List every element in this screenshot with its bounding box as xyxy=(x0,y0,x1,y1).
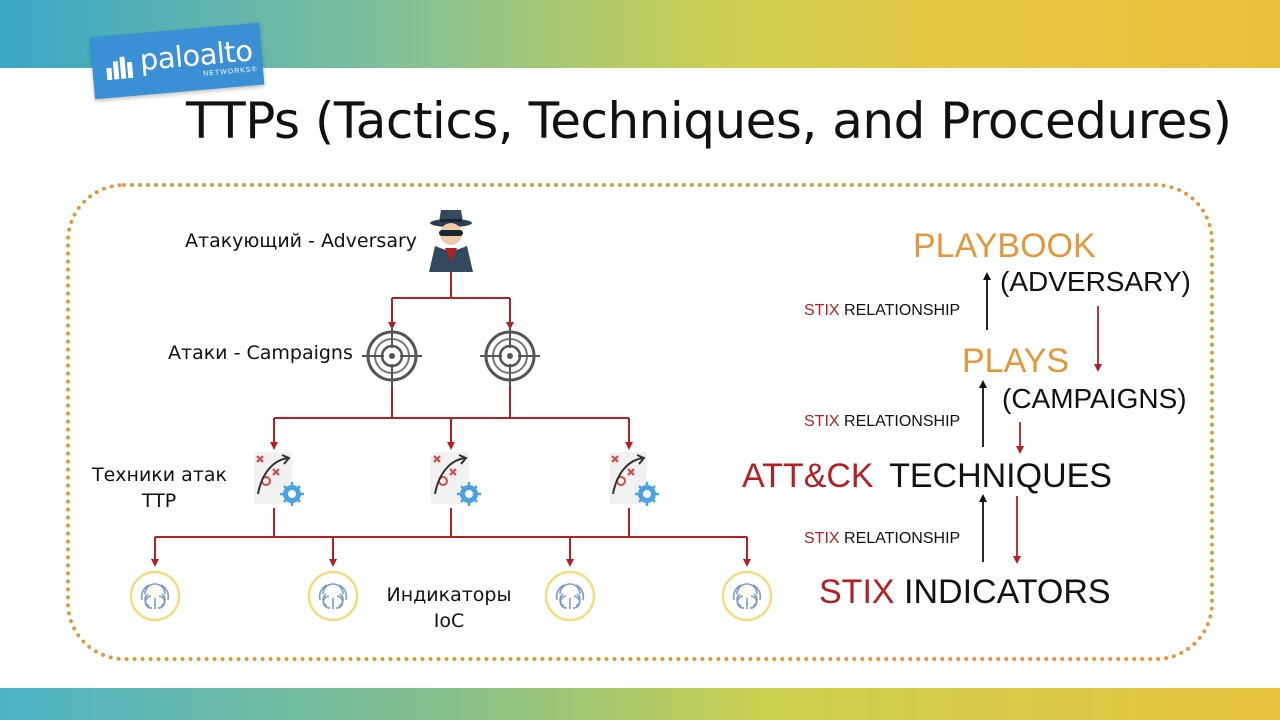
spy-icon xyxy=(429,210,473,272)
relationship-word: RELATIONSHIP xyxy=(844,413,961,430)
campaigns-label: Атаки - Campaigns xyxy=(168,342,353,364)
relationship-prefix: STIX xyxy=(804,302,840,319)
fingerprint-icon xyxy=(129,570,181,622)
fingerprint-icon xyxy=(544,570,596,622)
techniques-word: TECHNIQUES xyxy=(889,457,1112,495)
connector-lines xyxy=(151,272,751,567)
relationship-word: RELATIONSHIP xyxy=(844,302,961,319)
crosshair-target-icon xyxy=(360,324,424,388)
stix-relationship-arrows xyxy=(979,272,1102,564)
techniques-label-line1: Техники атак xyxy=(92,464,228,486)
stix-word: STIX xyxy=(819,573,895,611)
indicators-label-line2: IoC xyxy=(433,610,465,632)
attck-word: ATT&CK xyxy=(742,457,874,495)
relationship-prefix: STIX xyxy=(804,530,840,547)
relationship-prefix: STIX xyxy=(804,413,840,430)
paloalto-logo-mark xyxy=(106,56,134,81)
indicators-label: Индикаторы IoC xyxy=(384,584,514,632)
stix-indicators-label: STIX INDICATORS xyxy=(819,573,1111,612)
paloalto-logo: paloalto NETWORKS® xyxy=(89,22,265,100)
stix-relationship-label-3: STIX RELATIONSHIP xyxy=(804,530,960,548)
page-title: TTPs (Tactics, Techniques, and Procedure… xyxy=(186,92,1232,150)
fingerprint-icon xyxy=(721,570,773,622)
techniques-label-line2: TTP xyxy=(141,490,177,512)
stix-relationship-label-1: STIX RELATIONSHIP xyxy=(804,302,960,320)
relationship-word: RELATIONSHIP xyxy=(844,530,961,547)
adversary-paren-label: (ADVERSARY) xyxy=(1000,266,1191,297)
adversary-label: Атакующий - Adversary xyxy=(185,230,418,252)
plays-label: PLAYS xyxy=(962,342,1070,380)
attck-techniques-label: ATT&CK TECHNIQUES xyxy=(742,457,1112,496)
content-frame xyxy=(66,183,1214,661)
strategy-plan-icon xyxy=(607,450,661,508)
crosshair-target-icon xyxy=(478,324,542,388)
bottom-gradient-band xyxy=(0,688,1280,720)
indicators-word: INDICATORS xyxy=(904,573,1111,611)
campaigns-paren-label: (CAMPAIGNS) xyxy=(1002,383,1187,414)
playbook-label: PLAYBOOK xyxy=(913,227,1096,265)
fingerprint-icon xyxy=(307,570,359,622)
strategy-plan-icon xyxy=(252,450,306,508)
stix-relationship-label-2: STIX RELATIONSHIP xyxy=(804,413,960,431)
techniques-label: Техники атак TTP xyxy=(92,464,228,512)
indicators-label-line1: Индикаторы xyxy=(386,584,512,606)
strategy-plan-icon xyxy=(429,450,483,508)
